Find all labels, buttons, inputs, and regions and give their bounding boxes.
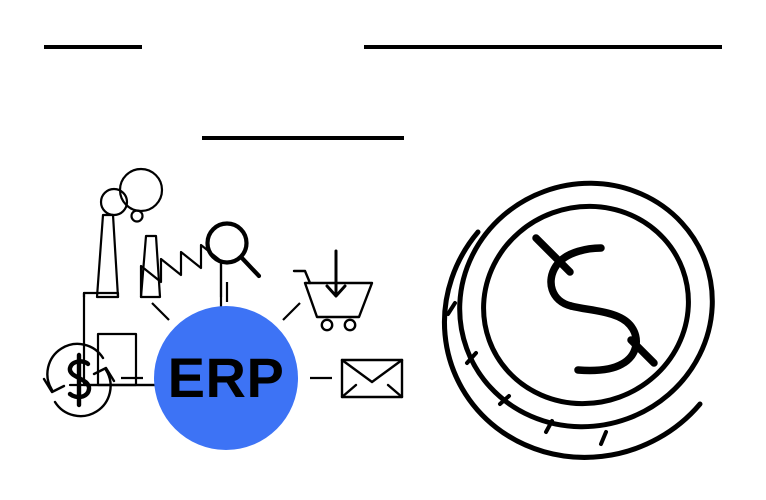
smoke-puff-small bbox=[130, 209, 144, 223]
decorative-rule-mid-center bbox=[202, 136, 404, 140]
envelope-body bbox=[340, 358, 404, 399]
decorative-rule-short-left bbox=[44, 45, 142, 49]
erp-center-label: ERP bbox=[167, 346, 285, 409]
envelope-fold-left bbox=[340, 383, 358, 399]
cart-wheel-right bbox=[343, 318, 357, 332]
factory-chimney-right bbox=[139, 234, 162, 299]
factory-chimney-left bbox=[95, 213, 120, 299]
envelope-icon bbox=[340, 358, 404, 399]
dollar-coin-icon bbox=[441, 180, 715, 460]
erp-center-circle[interactable] bbox=[154, 306, 298, 450]
refresh-arrow-head-right bbox=[92, 366, 116, 383]
connector-factory-to-erp bbox=[151, 302, 170, 321]
magnifier-handle bbox=[239, 255, 262, 279]
dollar-sign-small bbox=[67, 352, 92, 408]
cart-download-arrow bbox=[325, 249, 347, 298]
connector-cart-to-erp bbox=[282, 302, 301, 321]
coin-side-rim bbox=[441, 229, 703, 460]
shopping-cart-download-icon bbox=[292, 249, 374, 332]
coin-edge-ridges bbox=[446, 301, 608, 446]
magnifier-lens bbox=[205, 221, 249, 265]
envelope-flap bbox=[340, 358, 404, 384]
factory-door bbox=[96, 332, 138, 387]
dollar-refresh-icon bbox=[42, 342, 116, 418]
coin-face-outer bbox=[457, 180, 715, 430]
decorative-rule-long-right bbox=[364, 45, 722, 49]
cart-wheel-left bbox=[320, 318, 334, 332]
coin-dollar-sign bbox=[532, 234, 658, 375]
cart-handle bbox=[292, 269, 312, 285]
envelope-fold-right bbox=[386, 383, 404, 399]
coin-face-inner-ring bbox=[481, 203, 691, 407]
refresh-arrow-head-left bbox=[42, 377, 66, 394]
diagram-connectors bbox=[121, 282, 332, 380]
cart-basket bbox=[303, 281, 374, 319]
refresh-arc-bottom bbox=[53, 368, 112, 418]
refresh-arc-top bbox=[46, 342, 105, 392]
magnifying-glass-icon bbox=[205, 221, 262, 279]
